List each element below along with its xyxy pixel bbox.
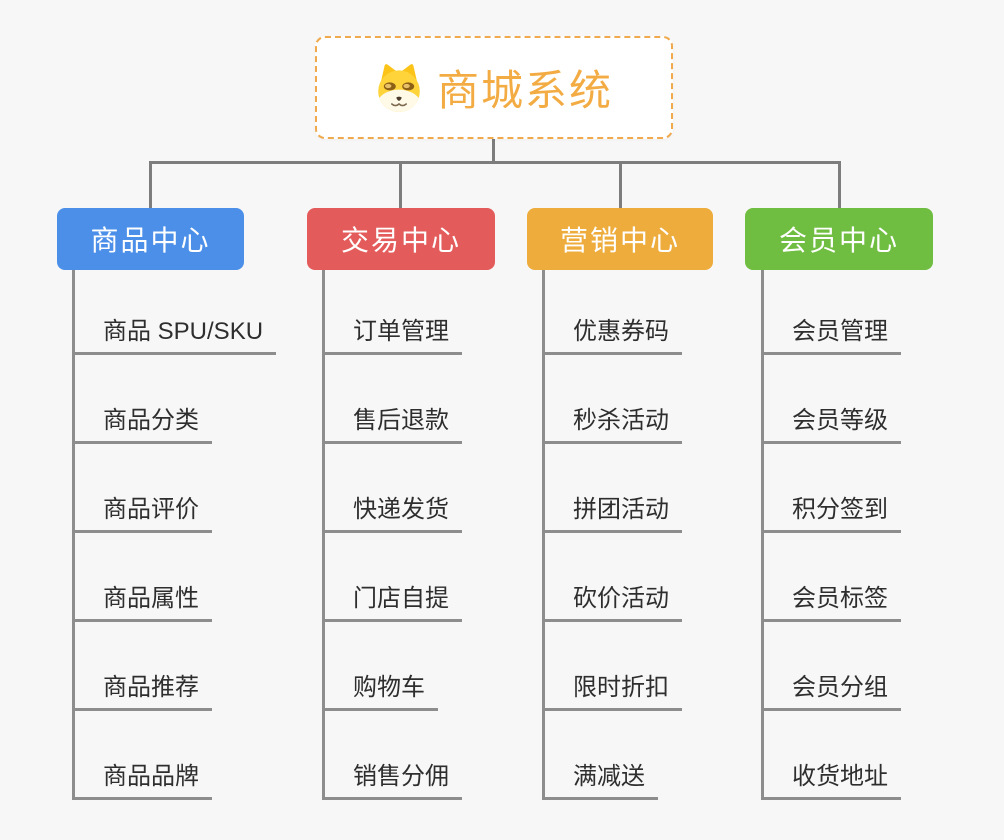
subtopic: 拼团活动 — [545, 444, 782, 533]
subtopic-label[interactable]: 商品 SPU/SKU — [75, 311, 277, 355]
subtopic-label[interactable]: 商品品牌 — [75, 756, 212, 800]
subtopic: 售后退款 — [325, 355, 562, 444]
dog-face-icon — [378, 63, 420, 112]
subtopic-label[interactable]: 优惠券码 — [545, 311, 682, 355]
subtopic-label[interactable]: 售后退款 — [325, 400, 462, 444]
branch-drop-connector — [399, 161, 402, 208]
branch-topic-marketing[interactable]: 营销中心 — [527, 208, 713, 270]
subtopic: 商品评价 — [75, 444, 312, 533]
subtopic-label[interactable]: 收货地址 — [764, 756, 901, 800]
subtopic-label[interactable]: 砍价活动 — [545, 578, 682, 622]
subtopic-label[interactable]: 商品属性 — [75, 578, 212, 622]
subtopic: 会员等级 — [764, 355, 1001, 444]
branch-topic-member[interactable]: 会员中心 — [745, 208, 933, 270]
subtopic: 商品 SPU/SKU — [75, 266, 312, 355]
subtopic-label[interactable]: 商品评价 — [75, 489, 212, 533]
branch-drop-connector — [619, 161, 622, 208]
subtopic: 优惠券码 — [545, 266, 782, 355]
subtopic: 订单管理 — [325, 266, 562, 355]
subtopic: 商品分类 — [75, 355, 312, 444]
subtopic: 会员管理 — [764, 266, 1001, 355]
branch-topic-label: 会员中心 — [778, 225, 899, 256]
subtopic: 购物车 — [325, 622, 562, 711]
subtopic: 满减送 — [545, 711, 782, 800]
root-topic[interactable]: 商城系统 — [315, 36, 673, 139]
branch-topic-trade[interactable]: 交易中心 — [307, 208, 495, 270]
branch-column-trade: 订单管理 售后退款 快递发货 门店自提 购物车 销售分佣 — [322, 266, 562, 800]
subtopic-label[interactable]: 积分签到 — [764, 489, 901, 533]
branch-drop-connector — [149, 161, 152, 208]
subtopic: 商品品牌 — [75, 711, 312, 800]
subtopic: 商品推荐 — [75, 622, 312, 711]
branch-topic-label: 营销中心 — [559, 225, 680, 256]
subtopic: 商品属性 — [75, 533, 312, 622]
subtopic-label[interactable]: 会员管理 — [764, 311, 901, 355]
subtopic-label[interactable]: 会员分组 — [764, 667, 901, 711]
subtopic-label[interactable]: 拼团活动 — [545, 489, 682, 533]
root-title: 商城系统 — [436, 67, 613, 114]
subtopic: 会员分组 — [764, 622, 1001, 711]
subtopic: 积分签到 — [764, 444, 1001, 533]
subtopic: 销售分佣 — [325, 711, 562, 800]
branch-topic-label: 商品中心 — [90, 225, 211, 256]
subtopic-label[interactable]: 门店自提 — [325, 578, 462, 622]
subtopic-label[interactable]: 会员等级 — [764, 400, 901, 444]
subtopic: 门店自提 — [325, 533, 562, 622]
root-stem-connector — [492, 139, 495, 163]
subtopic: 限时折扣 — [545, 622, 782, 711]
subtopic-label[interactable]: 购物车 — [325, 667, 438, 711]
branch-drop-connector — [838, 161, 841, 208]
subtopic-label[interactable]: 会员标签 — [764, 578, 901, 622]
subtopic-label[interactable]: 商品分类 — [75, 400, 212, 444]
subtopic-label[interactable]: 订单管理 — [325, 311, 462, 355]
branch-column-product: 商品 SPU/SKU 商品分类 商品评价 商品属性 商品推荐 商品品牌 — [72, 266, 312, 800]
subtopic: 会员标签 — [764, 533, 1001, 622]
branch-bus-connector — [149, 161, 841, 164]
subtopic-label[interactable]: 快递发货 — [325, 489, 462, 533]
subtopic: 快递发货 — [325, 444, 562, 533]
subtopic: 秒杀活动 — [545, 355, 782, 444]
subtopic-label[interactable]: 满减送 — [545, 756, 658, 800]
subtopic: 收货地址 — [764, 711, 1001, 800]
subtopic-label[interactable]: 秒杀活动 — [545, 400, 682, 444]
branch-column-marketing: 优惠券码 秒杀活动 拼团活动 砍价活动 限时折扣 满减送 — [542, 266, 782, 800]
subtopic-label[interactable]: 销售分佣 — [325, 756, 462, 800]
subtopic-label[interactable]: 限时折扣 — [545, 667, 682, 711]
branch-column-member: 会员管理 会员等级 积分签到 会员标签 会员分组 收货地址 — [761, 266, 1001, 800]
branch-topic-product[interactable]: 商品中心 — [57, 208, 244, 270]
subtopic-label[interactable]: 商品推荐 — [75, 667, 212, 711]
branch-topic-label: 交易中心 — [340, 225, 461, 256]
subtopic: 砍价活动 — [545, 533, 782, 622]
